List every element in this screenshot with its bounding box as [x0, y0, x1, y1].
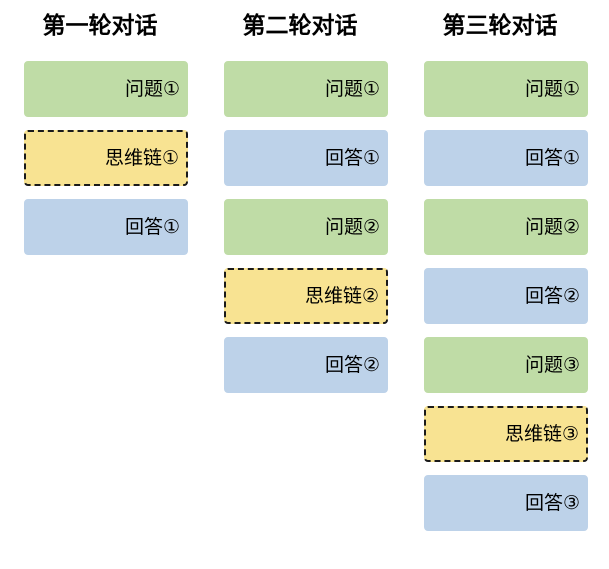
bubble-answer: 回答③	[424, 475, 588, 531]
bubble-label: 问题①	[524, 78, 580, 100]
bubble-label: 问题②	[524, 216, 580, 238]
bubble-question: 问题①	[224, 61, 388, 117]
bubble-label: 问题③	[524, 354, 580, 376]
bubble-answer: 回答①	[424, 130, 588, 186]
column-title-round-3: 第三轮对话	[442, 12, 558, 38]
bubble-question: 问题①	[424, 61, 588, 117]
bubble-label: 思维链②	[304, 285, 379, 307]
bubble-stack-round-1: 问题① 思维链① 回答①	[24, 61, 188, 268]
column-round-2: 第二轮对话 问题① 回答① 问题② 思维链② 回答②	[200, 0, 400, 569]
bubble-label: 问题②	[324, 216, 380, 238]
bubble-label: 思维链③	[504, 423, 579, 445]
bubble-stack-round-3: 问题① 回答① 问题② 回答② 问题③ 思维链③ 回答③	[424, 61, 588, 544]
bubble-question: 问题①	[24, 61, 188, 117]
bubble-answer: 回答②	[224, 337, 388, 393]
bubble-label: 回答①	[124, 216, 180, 238]
bubble-stack-round-2: 问题① 回答① 问题② 思维链② 回答②	[224, 61, 388, 406]
bubble-chain-of-thought: 思维链③	[424, 406, 588, 462]
bubble-question: 问题②	[424, 199, 588, 255]
column-title-round-2: 第二轮对话	[242, 12, 358, 38]
bubble-label: 思维链①	[104, 147, 179, 169]
bubble-label: 回答③	[524, 492, 580, 514]
bubble-chain-of-thought: 思维链①	[24, 130, 188, 186]
bubble-answer: 回答②	[424, 268, 588, 324]
bubble-answer: 回答①	[224, 130, 388, 186]
bubble-label: 问题①	[324, 78, 380, 100]
bubble-answer: 回答①	[24, 199, 188, 255]
bubble-question: 问题②	[224, 199, 388, 255]
bubble-label: 回答②	[524, 285, 580, 307]
bubble-label: 回答②	[324, 354, 380, 376]
bubble-chain-of-thought: 思维链②	[224, 268, 388, 324]
column-round-3: 第三轮对话 问题① 回答① 问题② 回答② 问题③ 思维链③ 回答③	[400, 0, 600, 569]
bubble-label: 问题①	[124, 78, 180, 100]
column-title-round-1: 第一轮对话	[42, 12, 158, 38]
bubble-label: 回答①	[324, 147, 380, 169]
bubble-question: 问题③	[424, 337, 588, 393]
bubble-label: 回答①	[524, 147, 580, 169]
column-round-1: 第一轮对话 问题① 思维链① 回答①	[0, 0, 200, 569]
